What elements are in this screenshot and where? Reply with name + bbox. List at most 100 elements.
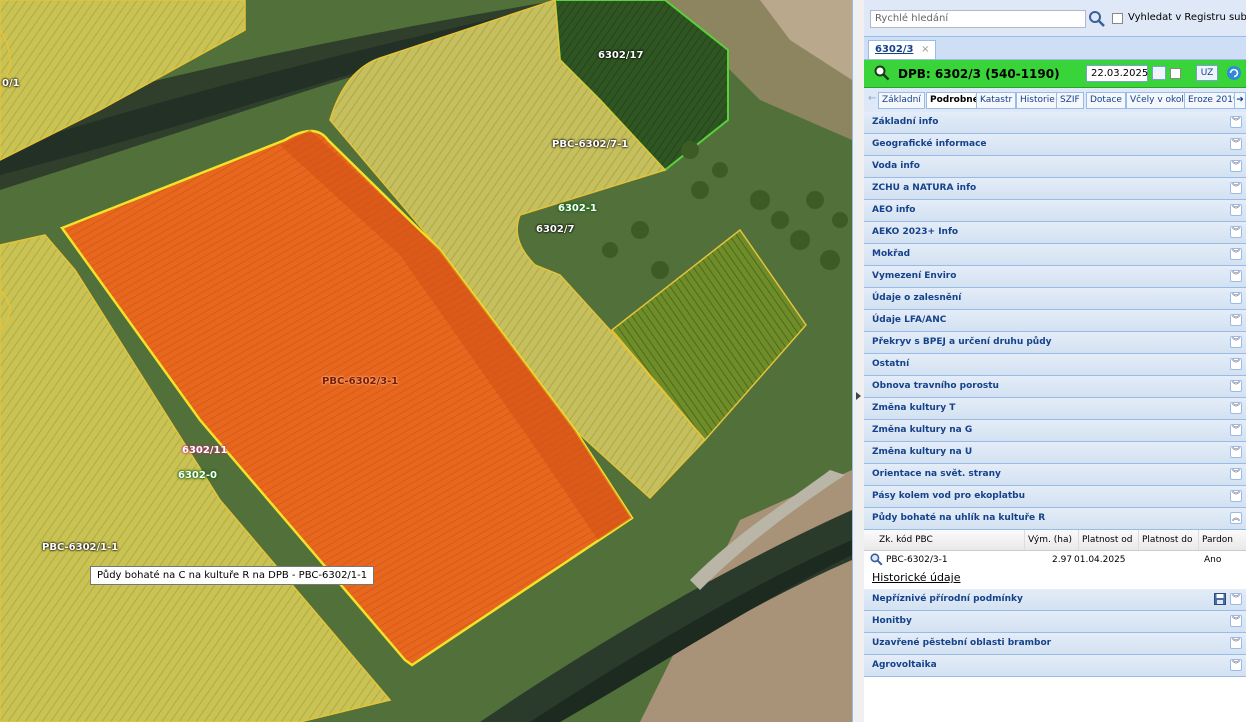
map-tooltip: Půdy bohaté na C na kultuře R na DPB - P… xyxy=(90,566,375,585)
section-uzavrene-pestebni-oblasti-brambor[interactable]: Uzavřené pěstební oblasti brambor ︾ xyxy=(864,633,1246,655)
expand-toggle-icon[interactable]: ︾ xyxy=(1230,659,1242,671)
subtab-historie[interactable]: Historie xyxy=(1016,92,1059,109)
section-prekryv-s-bpej-a-urceni-druhu-pudy[interactable]: Překryv s BPEJ a určení druhu půdy︾ xyxy=(864,332,1246,354)
section-pasy-kolem-vod-pro-ekoplatbu[interactable]: Pásy kolem vod pro ekoplatbu︾ xyxy=(864,486,1246,508)
expand-toggle-icon[interactable]: ︾ xyxy=(1230,204,1242,216)
subtab-eroze[interactable]: Eroze 2019+ xyxy=(1184,92,1246,109)
section-title: Honitby xyxy=(872,616,912,626)
section-voda-info[interactable]: Voda info︾ xyxy=(864,156,1246,178)
section-ostatni[interactable]: Ostatní ︾ xyxy=(864,354,1246,376)
expand-toggle-icon[interactable]: ︾ xyxy=(1230,248,1242,260)
expand-toggle-icon[interactable]: ︾ xyxy=(1230,446,1242,458)
map-label-pbc-7-1: PBC-6302/7-1 xyxy=(552,139,629,150)
search-icon[interactable] xyxy=(1088,10,1106,28)
expand-toggle-icon[interactable]: ︾ xyxy=(1230,593,1242,605)
section-title: Základní info xyxy=(872,117,939,127)
expand-toggle-icon[interactable]: ︾ xyxy=(1230,615,1242,627)
section-aeko-2023-info[interactable]: AEKO 2023+ Info︾ xyxy=(864,222,1246,244)
col-area[interactable]: Vým. (ha) xyxy=(1024,530,1078,550)
col-valid-from[interactable]: Platnost od xyxy=(1078,530,1138,550)
section-zmena-kultury-t[interactable]: Změna kultury T︾ xyxy=(864,398,1246,420)
map-canvas[interactable] xyxy=(0,0,852,722)
subtab-podrobne[interactable]: Podrobné xyxy=(926,92,983,109)
section-udaje-o-zalesneni[interactable]: Údaje o zalesnění︾ xyxy=(864,288,1246,310)
calendar-icon[interactable] xyxy=(1152,66,1166,80)
tab-6302-3[interactable]: 6302/3 × xyxy=(868,40,937,59)
expand-toggle-icon[interactable]: ︾ xyxy=(1230,270,1242,282)
section-title: Údaje LFA/ANC xyxy=(872,315,947,325)
section-geograficke-informace[interactable]: Geografické informace ︾ xyxy=(864,134,1246,156)
section-honitby[interactable]: Honitby ︾ xyxy=(864,611,1246,633)
expand-toggle-icon[interactable]: ︾ xyxy=(1230,138,1242,150)
expand-toggle-icon[interactable]: ︾ xyxy=(1230,226,1242,238)
expand-toggle-icon[interactable]: ︾ xyxy=(1230,424,1242,436)
collapse-arrow-icon[interactable] xyxy=(856,392,861,400)
zoom-search-icon[interactable] xyxy=(874,65,890,81)
table-row[interactable]: PBC-6302/3-1 2.97 01.04.2025 Ano xyxy=(864,551,1246,569)
col-valid-to[interactable]: Platnost do xyxy=(1138,530,1198,550)
section-udaje-lfa-anc[interactable]: Údaje LFA/ANC ︾ xyxy=(864,310,1246,332)
expand-toggle-icon[interactable]: ︾ xyxy=(1230,292,1242,304)
pbc-table-header: Zk. kód PBC Vým. (ha) Platnost od Platno… xyxy=(864,530,1246,551)
section-aeo-info[interactable]: AEO info︾ xyxy=(864,200,1246,222)
subtab-vcely[interactable]: Včely v okolí xyxy=(1126,92,1191,109)
section-nepriznive-prirodni-podminky[interactable]: Nepříznivé přírodní podmínky︾ xyxy=(864,589,1246,611)
pbc-table: Zk. kód PBC Vým. (ha) Platnost od Platno… xyxy=(864,530,1246,589)
date-field[interactable]: 22.03.2025 xyxy=(1086,65,1148,82)
dpb-title: DPB: 6302/3 (540-1190) xyxy=(898,67,1060,81)
save-icon[interactable] xyxy=(1214,593,1226,605)
date-checkbox[interactable] xyxy=(1170,68,1181,79)
expand-toggle-icon[interactable]: ︾ xyxy=(1230,637,1242,649)
map-label-parcel-7: 6302/7 xyxy=(536,224,575,235)
registry-checkbox[interactable] xyxy=(1112,13,1123,24)
col-code[interactable]: Zk. kód PBC xyxy=(879,535,933,545)
expand-toggle-icon[interactable]: ︾ xyxy=(1230,182,1242,194)
section-orientace-na-svet-strany[interactable]: Orientace na svět. strany︾ xyxy=(864,464,1246,486)
uz-button[interactable]: UZ xyxy=(1196,65,1218,81)
info-panel: Rychlé hledání Vyhledat v Registru subje… xyxy=(864,0,1246,722)
expand-toggle-icon[interactable]: ︾ xyxy=(1230,314,1242,326)
expand-toggle-icon[interactable]: ︾ xyxy=(1230,116,1242,128)
subtab-katastr[interactable]: Katastr xyxy=(976,92,1017,109)
col-pardon[interactable]: Pardon xyxy=(1198,530,1246,550)
section-title: ZCHU a NATURA info xyxy=(872,183,977,193)
section-title: Ostatní xyxy=(872,359,910,369)
section-vymezeni-enviro[interactable]: Vymezení Enviro ︾ xyxy=(864,266,1246,288)
subtab-dotace[interactable]: Dotace xyxy=(1086,92,1126,109)
expand-toggle-icon[interactable]: ︾ xyxy=(1230,358,1242,370)
refresh-icon[interactable] xyxy=(1226,65,1242,81)
expand-toggle-icon[interactable]: ︾ xyxy=(1230,336,1242,348)
section-title: Vymezení Enviro xyxy=(872,271,957,281)
expand-toggle-icon[interactable]: ︾ xyxy=(1230,160,1242,172)
quick-search-input[interactable]: Rychlé hledání xyxy=(870,10,1086,28)
section-title: Uzavřené pěstební oblasti brambor xyxy=(872,638,1052,648)
section-mokrad[interactable]: Mokřad︾ xyxy=(864,244,1246,266)
section-zmena-kultury-na-u[interactable]: Změna kultury na U ︾ xyxy=(864,442,1246,464)
section-pudy-bohate-na-uhlik[interactable]: Půdy bohaté na uhlík na kultuře R ︽ xyxy=(864,508,1246,530)
expand-toggle-icon[interactable]: ︾ xyxy=(1230,490,1242,502)
cell-code: PBC-6302/3-1 xyxy=(886,555,948,565)
section-agrovoltaika[interactable]: Agrovoltaika︾ xyxy=(864,655,1246,677)
expand-toggle-icon[interactable]: ︾ xyxy=(1230,402,1242,414)
history-link[interactable]: Historické údaje xyxy=(872,571,961,584)
section-title: Změna kultury na G xyxy=(872,425,973,435)
section-zchu-a-natura-info[interactable]: ZCHU a NATURA info ︾ xyxy=(864,178,1246,200)
section-zakladni-info[interactable]: Základní info ︾ xyxy=(864,112,1246,134)
section-title: Geografické informace xyxy=(872,139,987,149)
section-title: Půdy bohaté na uhlík na kultuře R xyxy=(872,513,1046,523)
collapse-toggle-icon[interactable]: ︽ xyxy=(1230,512,1242,524)
section-title: Změna kultury na U xyxy=(872,447,973,457)
section-title: Obnova travního porostu xyxy=(872,381,999,391)
map-view[interactable]: 6302/17 PBC-6302/7-1 6302-1 6302/7 PBC-6… xyxy=(0,0,852,722)
expand-toggle-icon[interactable]: ︾ xyxy=(1230,380,1242,392)
row-search-icon[interactable] xyxy=(870,553,883,566)
cell-area: 2.97 xyxy=(1052,555,1073,565)
subtab-zakladni[interactable]: Základní xyxy=(878,92,925,109)
subtabs-scroll-right-icon[interactable]: ➜ xyxy=(1234,92,1246,109)
tab-close-icon[interactable]: × xyxy=(921,44,930,55)
subtabs-scroll-left-icon[interactable]: ← xyxy=(868,93,877,104)
subtab-szif[interactable]: SZIF xyxy=(1056,92,1084,109)
section-obnova-travniho-porostu[interactable]: Obnova travního porostu ︾ xyxy=(864,376,1246,398)
section-zmena-kultury-na-g[interactable]: Změna kultury na G ︾ xyxy=(864,420,1246,442)
expand-toggle-icon[interactable]: ︾ xyxy=(1230,468,1242,480)
